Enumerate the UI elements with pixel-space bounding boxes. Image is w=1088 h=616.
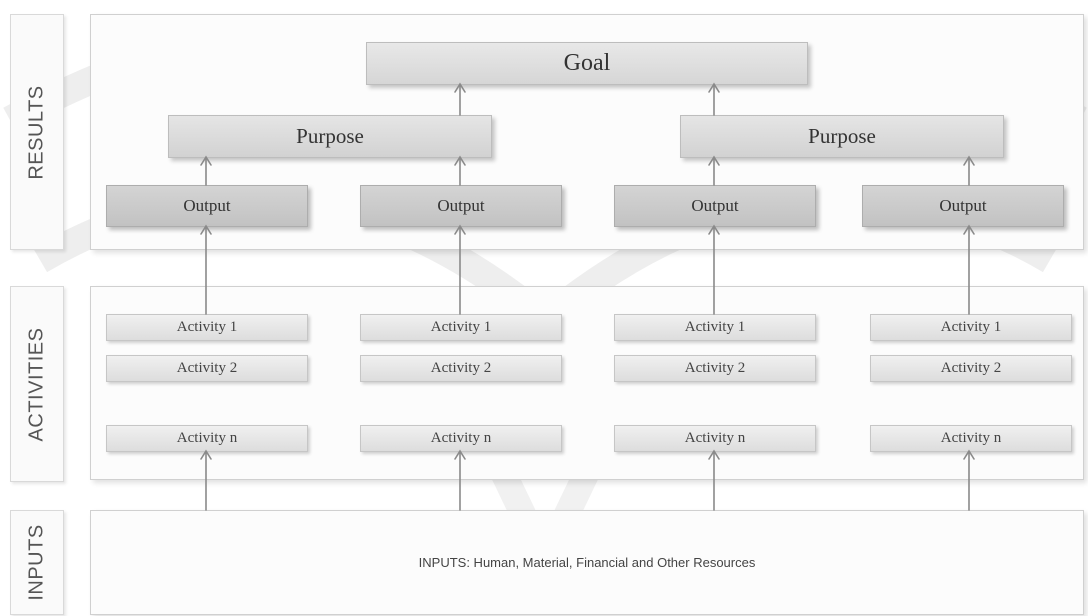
inputs-panel: INPUTS: Human, Material, Financial and O… bbox=[90, 510, 1084, 615]
results-side-label: RESULTS bbox=[10, 14, 64, 250]
purpose-box-2: Purpose bbox=[680, 115, 1004, 158]
activities-label-text: ACTIVITIES bbox=[25, 327, 48, 441]
activity-n-col-4: Activity n bbox=[870, 425, 1072, 452]
goal-box: Goal bbox=[366, 42, 808, 85]
activities-side-label: ACTIVITIES bbox=[10, 286, 64, 482]
activity-1-col-3: Activity 1 bbox=[614, 314, 816, 341]
output-box-4: Output bbox=[862, 185, 1064, 227]
output-box-3: Output bbox=[614, 185, 816, 227]
activity-n-col-2: Activity n bbox=[360, 425, 562, 452]
inputs-description: INPUTS: Human, Material, Financial and O… bbox=[418, 555, 756, 570]
purpose-box-1: Purpose bbox=[168, 115, 492, 158]
activity-2-col-1: Activity 2 bbox=[106, 355, 308, 382]
activity-1-col-2: Activity 1 bbox=[360, 314, 562, 341]
activity-2-col-3: Activity 2 bbox=[614, 355, 816, 382]
activity-n-col-1: Activity n bbox=[106, 425, 308, 452]
results-label-text: RESULTS bbox=[25, 84, 48, 180]
activity-1-col-4: Activity 1 bbox=[870, 314, 1072, 341]
activity-2-col-2: Activity 2 bbox=[360, 355, 562, 382]
inputs-side-label: INPUTS bbox=[10, 510, 64, 615]
activity-2-col-4: Activity 2 bbox=[870, 355, 1072, 382]
activity-1-col-1: Activity 1 bbox=[106, 314, 308, 341]
inputs-label-text: INPUTS bbox=[25, 524, 48, 601]
output-box-2: Output bbox=[360, 185, 562, 227]
output-box-1: Output bbox=[106, 185, 308, 227]
activity-n-col-3: Activity n bbox=[614, 425, 816, 452]
